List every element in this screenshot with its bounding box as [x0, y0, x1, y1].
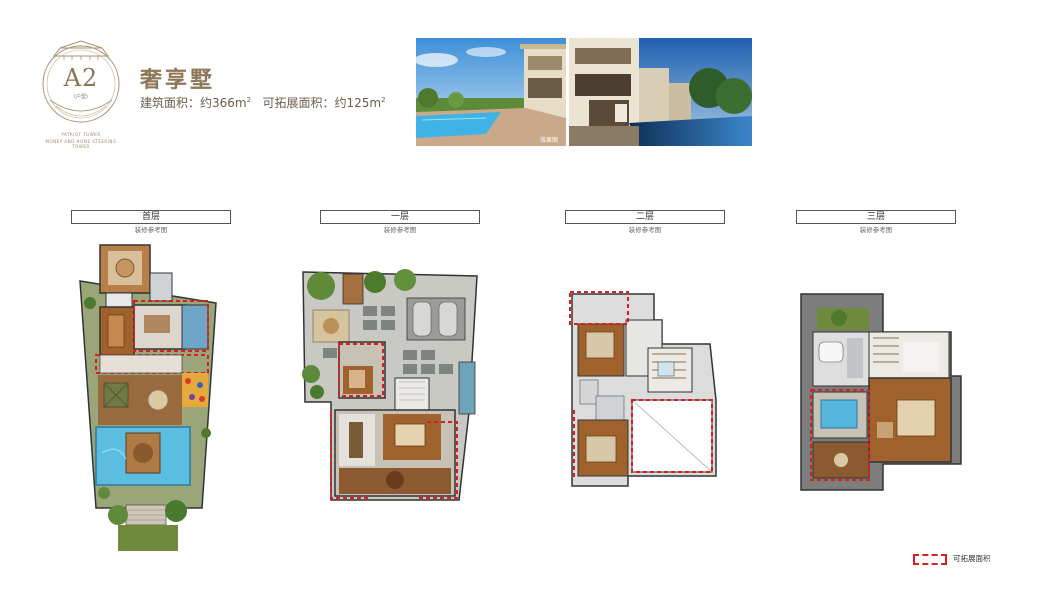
- building-area: 建筑面积：约366m: [140, 96, 247, 110]
- building-area-unit: 2: [246, 96, 252, 104]
- floor-sub-third: 装修参考图: [859, 226, 893, 234]
- extension-area: 可拓展面积：约125m: [262, 96, 382, 110]
- floor-plan-first: [299, 262, 481, 504]
- logo-caption-1: PATRIOT TOWER: [61, 132, 101, 137]
- floor-plan-third: [799, 292, 963, 492]
- floor-header-second: 二层 装修参考图: [565, 210, 725, 234]
- floor-plan-second: [566, 290, 722, 496]
- area-specs: 建筑面积：约366m2 可拓展面积：约125m2: [140, 94, 386, 111]
- floor-sub-ground: 装修参考图: [134, 226, 168, 234]
- extension-area-swatch: [913, 554, 947, 565]
- extension-area-unit: 2: [381, 96, 386, 104]
- crest-emblem-icon: [42, 40, 120, 123]
- page-title: 奢享墅: [140, 68, 216, 93]
- floor-name-second: 二层: [631, 212, 658, 222]
- floor-name-ground: 首层: [137, 212, 164, 222]
- rendering-photo-villas: [569, 38, 752, 146]
- floor-sub-first: 装修参考图: [383, 226, 417, 234]
- floor-header-third: 三层 装修参考图: [796, 210, 956, 234]
- floor-plan-ground: [78, 243, 218, 553]
- floor-name-first: 一层: [386, 212, 413, 222]
- floor-header-ground: 首层 装修参考图: [71, 210, 231, 234]
- floor-header-first: 一层 装修参考图: [320, 210, 480, 234]
- legend-label: 可拓展面积: [953, 554, 991, 563]
- photo-tag: 效果图: [540, 136, 558, 144]
- floor-sub-second: 装修参考图: [628, 226, 662, 234]
- project-logo: A2 (户型) PATRIOT TOWER MONEY AND HOME STE…: [36, 38, 126, 150]
- unit-code: A2: [63, 64, 99, 92]
- rendering-photo-pool: 效果图: [416, 38, 566, 146]
- floor-name-third: 三层: [862, 212, 889, 222]
- logo-caption-2: MONEY AND HOME STEERING TOWER: [45, 139, 117, 149]
- unit-subcode: (户型): [74, 94, 88, 100]
